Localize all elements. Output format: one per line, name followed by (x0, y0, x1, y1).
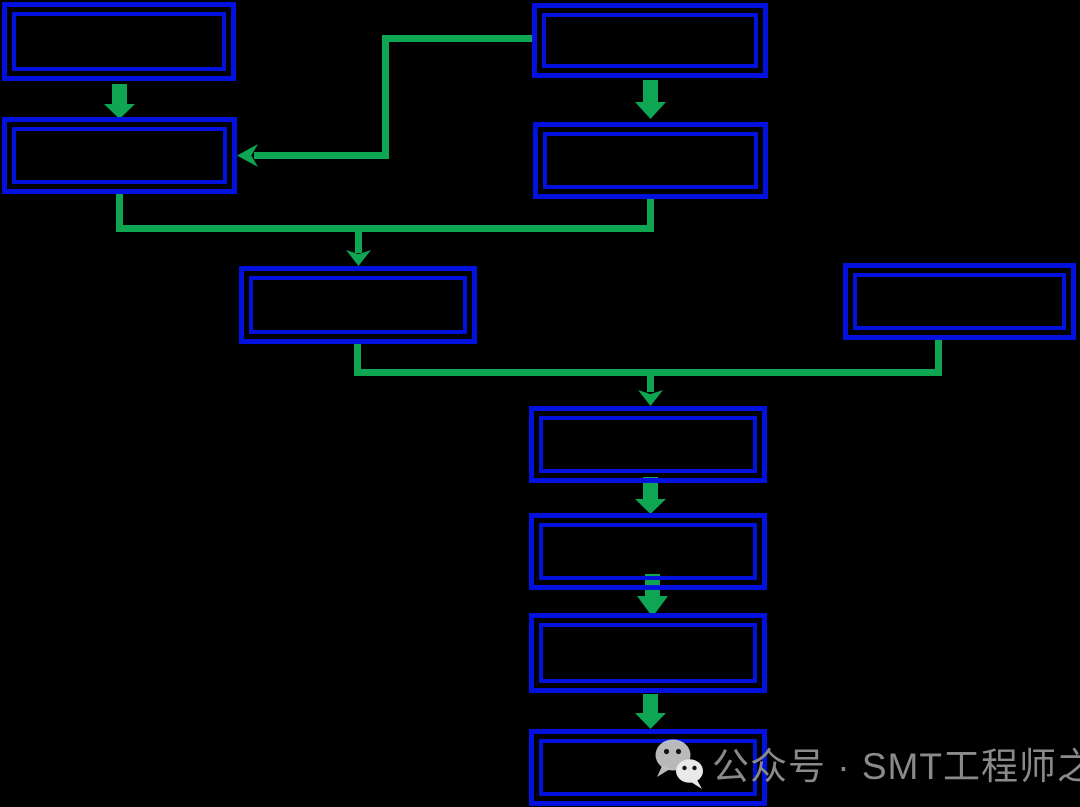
node-chain-2-label (539, 523, 757, 580)
node-chain-1-label (539, 416, 757, 473)
node-center-merge-label (249, 276, 467, 334)
connector-topright-horizontal (385, 35, 532, 42)
block-arrow-5-head-icon (635, 713, 666, 729)
node-top-right-label (542, 13, 758, 68)
node-top-left (2, 2, 236, 81)
connector-center-drop (354, 344, 361, 376)
watermark-text: 公众号 · SMT工程师之家 (712, 746, 1080, 787)
connector-merge-top-horizontal (116, 225, 654, 232)
node-top-left-label (12, 12, 226, 71)
node-second-right-label (543, 132, 758, 189)
connector-merge-bottom-horizontal (354, 369, 942, 376)
connector-secondright-drop (647, 199, 654, 232)
node-second-left-label (12, 127, 227, 184)
node-right-input-label (853, 273, 1066, 330)
node-chain-3 (529, 613, 767, 693)
node-top-right (532, 3, 768, 78)
connector-right-drop (935, 340, 942, 376)
block-arrow-5-shaft (643, 694, 658, 715)
block-arrow-2-shaft (643, 80, 658, 104)
connector-to-secondleft-horizontal (254, 152, 389, 159)
node-chain-3-label (539, 623, 757, 683)
node-second-right (533, 122, 768, 199)
connector-merge-bottom-stem (647, 374, 654, 392)
block-arrow-3-shaft (643, 477, 658, 501)
watermark: 公众号 · SMT工程师之家 (652, 735, 1080, 791)
connector-secondleft-drop (116, 194, 123, 232)
connector-topright-vertical (382, 35, 389, 159)
node-chain-2 (529, 513, 767, 590)
node-right-input (843, 263, 1076, 340)
block-arrow-1-shaft (112, 84, 127, 106)
node-chain-4-label (539, 739, 757, 796)
node-chain-1 (529, 406, 767, 483)
node-second-left (2, 117, 237, 194)
block-arrow-3-head-icon (635, 499, 666, 514)
node-center-merge (239, 266, 477, 344)
block-arrow-2-head-icon (635, 102, 666, 119)
node-chain-4 (529, 729, 767, 806)
connector-merge-top-stem (355, 228, 362, 253)
arrowhead-down-chain-icon (638, 390, 663, 406)
wechat-icon (652, 735, 704, 791)
